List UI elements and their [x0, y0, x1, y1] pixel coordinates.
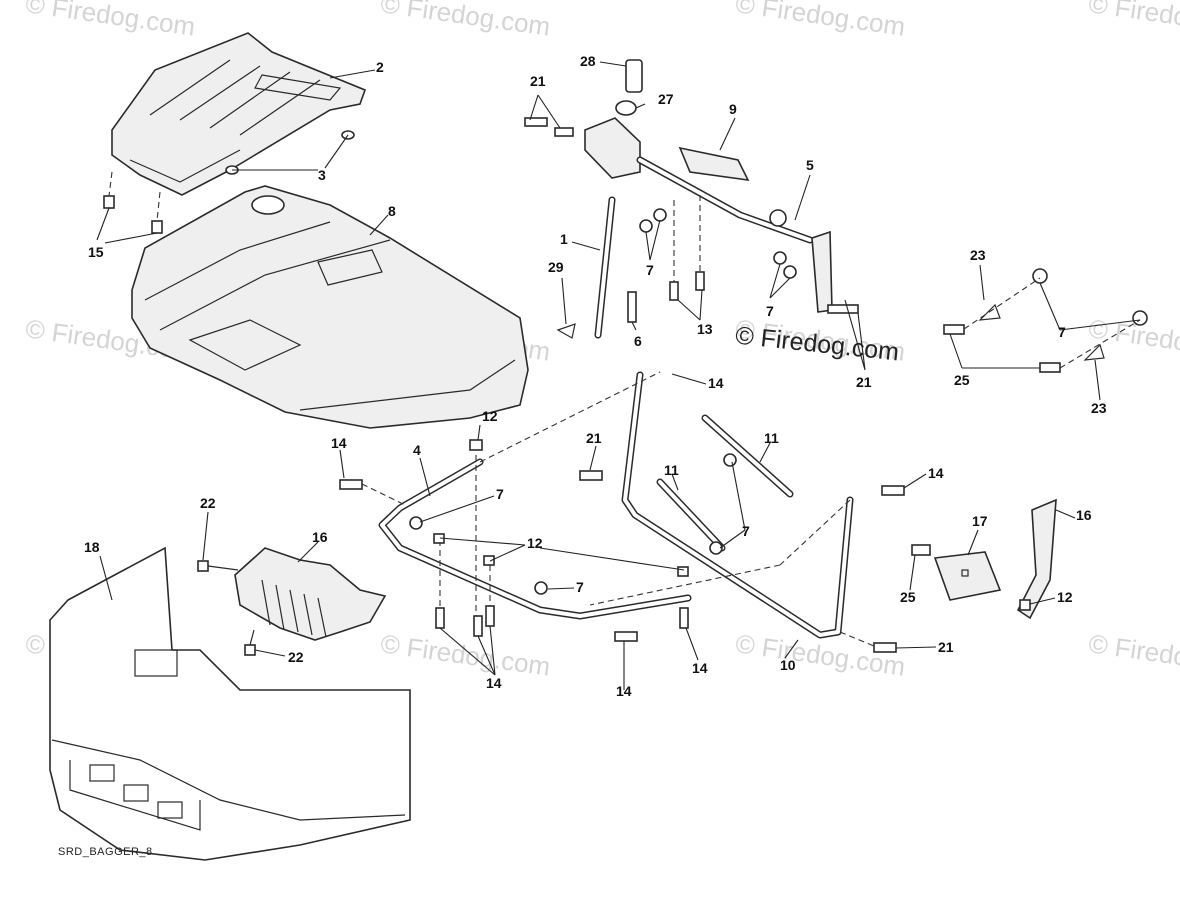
callout-27: 27: [658, 91, 674, 107]
callout-17: 16: [1076, 507, 1092, 523]
callout-25: 23: [1091, 400, 1107, 416]
callout-2: 2: [376, 59, 384, 75]
callout-6: 6: [634, 333, 642, 349]
callout-14: 14: [928, 465, 944, 481]
callout-25: 23: [970, 247, 986, 263]
callout-7: 7: [766, 303, 774, 319]
callout-14: 14: [708, 375, 724, 391]
callout-7: 7: [496, 486, 504, 502]
callout-16: 16: [312, 529, 328, 545]
callout-12: 12: [527, 535, 543, 551]
frame-hardware: [339, 439, 905, 653]
callout-labels: 2 3 15 8 21 28 27 9 5 1 29 6 7 13 7 21 2…: [84, 53, 1107, 699]
callout-4: 4: [413, 442, 421, 458]
callout-18: 17: [972, 513, 988, 529]
callout-14: 14: [616, 683, 632, 699]
diagram-code: SRD_BAGGER_8: [58, 846, 153, 858]
callout-7: 7: [576, 579, 584, 595]
callout-7: 7: [1058, 324, 1066, 340]
callout-11: 11: [764, 430, 779, 446]
callout-22: 22: [288, 649, 304, 665]
bagger-frame: [378, 371, 854, 639]
callout-29: 29: [548, 259, 564, 275]
callout-11: 11: [664, 462, 679, 478]
part-8-hood: [131, 185, 529, 429]
callout-7: 7: [646, 262, 654, 278]
part-16-deflector: [234, 547, 387, 641]
callout-15: 15: [88, 244, 104, 260]
callout-28: 28: [580, 53, 596, 69]
callout-26: 25: [954, 372, 970, 388]
part-21-bagger: [49, 546, 411, 861]
callout-13: 13: [697, 321, 713, 337]
callout-23: 21: [856, 374, 872, 390]
lift-assembly: [584, 59, 833, 339]
callout-23: 21: [530, 73, 546, 89]
part-17-18-bracket: [911, 498, 1057, 620]
callout-3: 3: [318, 167, 326, 183]
callout-14: 14: [331, 435, 347, 451]
callout-21: 18: [84, 539, 100, 555]
callout-8: 8: [388, 203, 396, 219]
callout-9: 9: [729, 101, 737, 117]
callout-12: 12: [1057, 589, 1073, 605]
callout-26: 25: [900, 589, 916, 605]
callout-1: 1: [560, 231, 568, 247]
callout-23: 21: [938, 639, 954, 655]
callout-12: 12: [482, 408, 498, 424]
leader-lines: [96, 61, 1141, 690]
callout-23: 21: [586, 430, 602, 446]
callout-22: 22: [200, 495, 216, 511]
callout-14: 14: [486, 675, 502, 691]
callout-14: 14: [692, 660, 708, 676]
part-2-top-cover: [111, 32, 367, 196]
callout-7: 7: [742, 523, 750, 539]
callout-10: 10: [780, 657, 796, 673]
callout-5: 5: [806, 157, 814, 173]
